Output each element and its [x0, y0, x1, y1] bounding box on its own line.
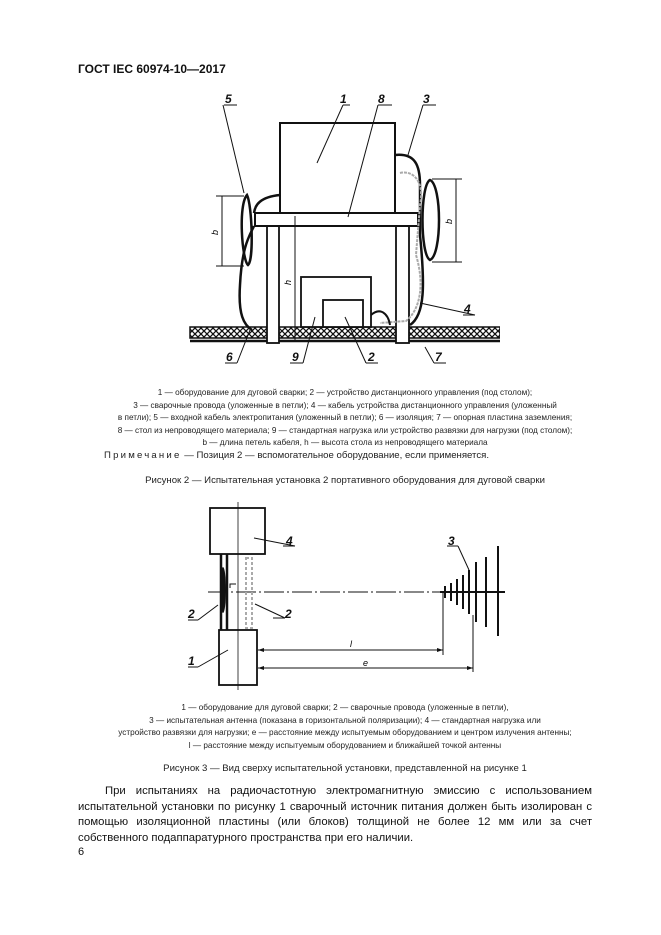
label-1: 1	[340, 92, 347, 106]
figure-2-caption: Рисунок 2 — Испытательная установка 2 по…	[145, 475, 545, 486]
document-header: ГОСТ IEC 60974-10—2017	[78, 62, 226, 76]
insulation-layer	[189, 326, 500, 339]
figure-3-diagram: l e 4 3 2 2 1	[187, 502, 505, 690]
dim-l: l	[350, 639, 353, 649]
note-label: Примечание	[104, 450, 182, 461]
fig3-label-1: 1	[188, 654, 195, 668]
dim-b-right: b	[444, 219, 454, 224]
figure-2-note: Примечание — Позиция 2 — вспомогательное…	[104, 450, 489, 461]
label-4: 4	[463, 302, 471, 316]
dim-b-left: b	[210, 230, 220, 235]
table-top	[254, 212, 419, 227]
label-5: 5	[225, 92, 232, 106]
figure-3-caption: Рисунок 3 — Вид сверху испытательной уст…	[163, 763, 527, 774]
fig3-label-4: 4	[285, 534, 293, 548]
label-3: 3	[423, 92, 430, 106]
dim-e: e	[363, 658, 368, 668]
figure-2-diagram: b b h 5 1 8 3 4 6 9 2 7	[189, 92, 500, 364]
welding-equipment-box	[218, 629, 258, 686]
body-paragraph: При испытаниях на радиочастотную электро…	[78, 785, 592, 844]
fig3-label-3: 3	[448, 534, 455, 548]
label-9: 9	[292, 350, 299, 364]
figure-2-legend: 1 — оборудование для дуговой сварки; 2 —…	[117, 388, 573, 447]
standard-load-box	[209, 507, 266, 555]
label-2: 2	[367, 350, 375, 364]
welding-equipment	[279, 122, 396, 214]
page-number: 6	[78, 846, 85, 858]
label-7: 7	[435, 350, 443, 364]
fig3-label-2-left: 2	[187, 607, 195, 621]
remote-control	[322, 299, 364, 328]
label-6: 6	[226, 350, 233, 364]
label-8: 8	[378, 92, 385, 106]
dim-h: h	[283, 280, 293, 285]
note-text: — Позиция 2 — вспомогательное оборудован…	[184, 450, 489, 461]
figure-3-legend: 1 — оборудование для дуговой сварки; 2 —…	[118, 703, 572, 750]
fig3-label-2-right: 2	[284, 607, 292, 621]
